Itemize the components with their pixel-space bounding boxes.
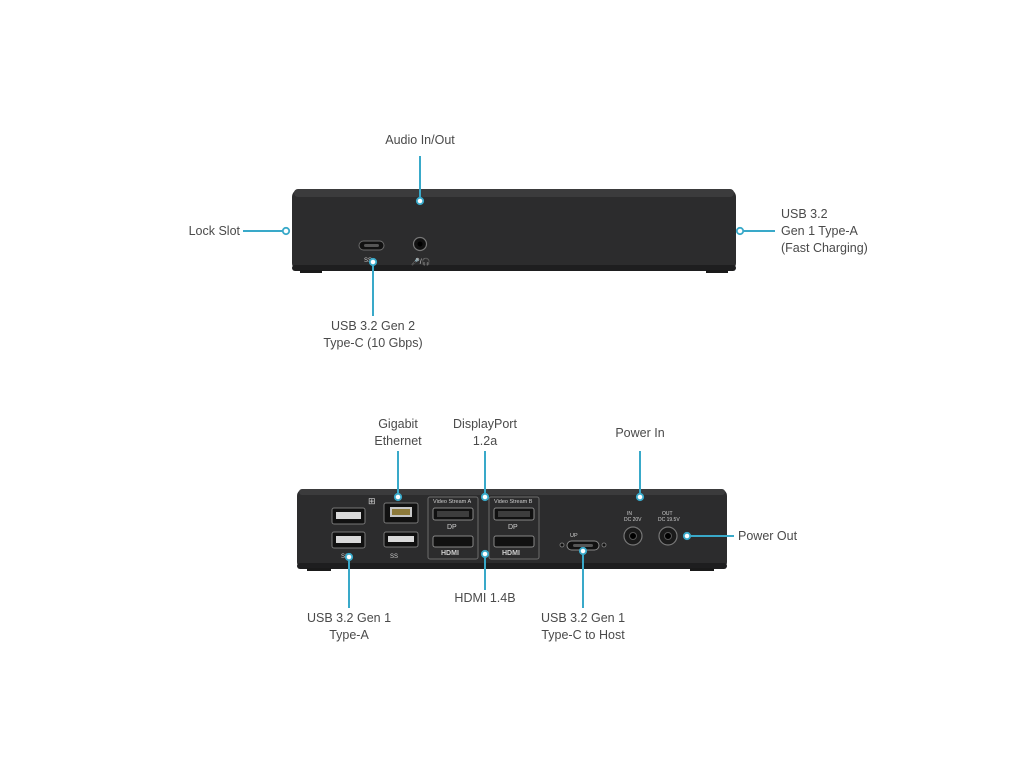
video-stream-a-label: Video Stream A [433,499,471,505]
rear-usb-a-single: SS [383,531,419,560]
usb-a-front-callout-dot [735,226,745,236]
video-stream-b-label: Video Stream B [494,499,533,505]
usb-c-gen2-label: USB 3.2 Gen 2 Type-C (10 Gbps) [323,319,423,350]
ethernet-callout-dot [393,492,403,502]
power-in-label: Power In [615,426,665,440]
dp-logo-a: DP [447,524,457,531]
front-audio-jack: 🎤/🎧 [411,236,431,266]
usb-c-host-callout-dot [578,546,588,556]
lock-slot-label: Lock Slot [188,224,240,238]
video-stream-b-block: Video Stream B DP HDMI [488,496,540,560]
rear-power-out-port: OUT DC 19.5V [658,511,680,546]
rear-usb-c-host-port: UP [559,533,607,551]
usb-c-host-label: USB 3.2 Gen 1 Type-C to Host [540,611,626,642]
front-usb-c-logo: SS [364,258,372,264]
power-out-rating-label: OUT DC 19.5V [658,511,680,523]
power-in-rating-label: IN DC 20V [624,511,642,523]
gigabit-ethernet-label: Gigabit Ethernet [374,417,422,448]
rear-usb-logo-2: SS [390,554,398,560]
displayport-callout-dot [480,492,490,502]
usb-c-front-callout-dot [368,257,378,267]
power-out-callout-dot [682,531,692,541]
rear-power-in-port: IN DC 20V [623,511,643,546]
front-callout-dots [281,196,745,267]
displayport-label: DisplayPort 1.2a [453,417,517,448]
rear-callout-dots [344,492,692,562]
rear-ethernet-port: ⊞ [368,496,419,524]
front-dock-body [292,189,736,273]
front-audio-icons: 🎤/🎧 [411,257,431,266]
power-out-label: Power Out [738,529,798,543]
audio-in-out-label: Audio In/Out [385,133,455,147]
audio-callout-dot [415,196,425,206]
rear-usb-a-stack: SS [331,507,366,560]
video-stream-a-block: Video Stream A DP HDMI [427,496,479,560]
power-in-callout-dot [635,492,645,502]
lock-slot-callout-dot [281,226,291,236]
front-callout-lines [243,156,775,316]
usb-a-rear-label: USB 3.2 Gen 1 Type-A [306,611,392,642]
usb-c-up-label: UP [570,533,578,539]
front-usb-c-port: SS [358,240,385,264]
dp-logo-b: DP [508,524,518,531]
hdmi-label: HDMI 1.4B [454,591,516,605]
ethernet-network-icon: ⊞ [368,496,376,506]
usb-a-fast-charging-label: USB 3.2 Gen 1 Type-A (Fast Charging) [781,207,868,255]
hdmi-callout-dot [480,549,490,559]
hdmi-logo-b: HDMI [502,550,520,557]
rear-callout-lines [348,451,734,608]
hdmi-logo-a: HDMI [441,550,459,557]
usb-a-rear-callout-dot [344,552,354,562]
